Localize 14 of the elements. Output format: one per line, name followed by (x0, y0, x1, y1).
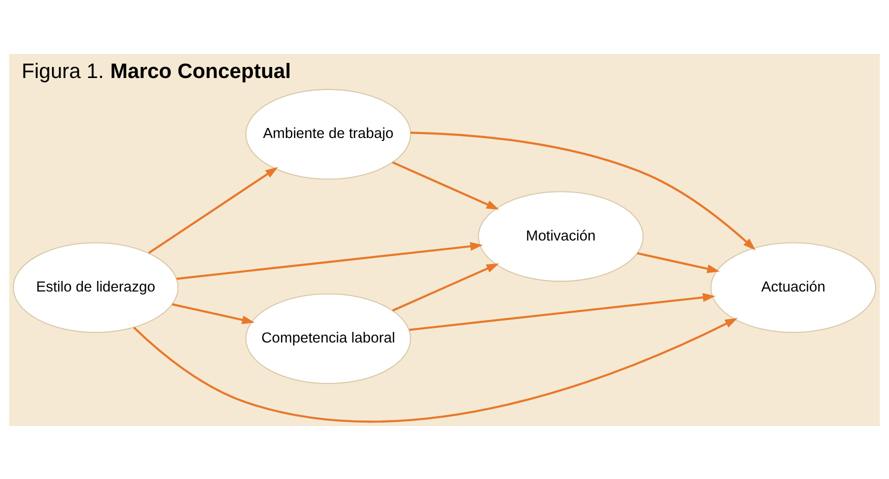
arrow (176, 241, 483, 280)
arrow (133, 317, 738, 422)
arrow (148, 166, 278, 254)
arrow (392, 160, 500, 210)
node-ellipse: Competencia laboral (245, 292, 412, 384)
arrow (392, 262, 500, 312)
arrow (409, 292, 716, 330)
diagram-title: Figura 1. Marco Conceptual (22, 59, 291, 82)
arrow (172, 302, 255, 324)
arrow (637, 252, 720, 273)
node-ellipse: Motivación (478, 190, 644, 282)
node-ellipse: Estilo de liderazgo (12, 242, 179, 332)
node-ellipse: Actuación (710, 242, 876, 332)
arrow (410, 131, 756, 250)
